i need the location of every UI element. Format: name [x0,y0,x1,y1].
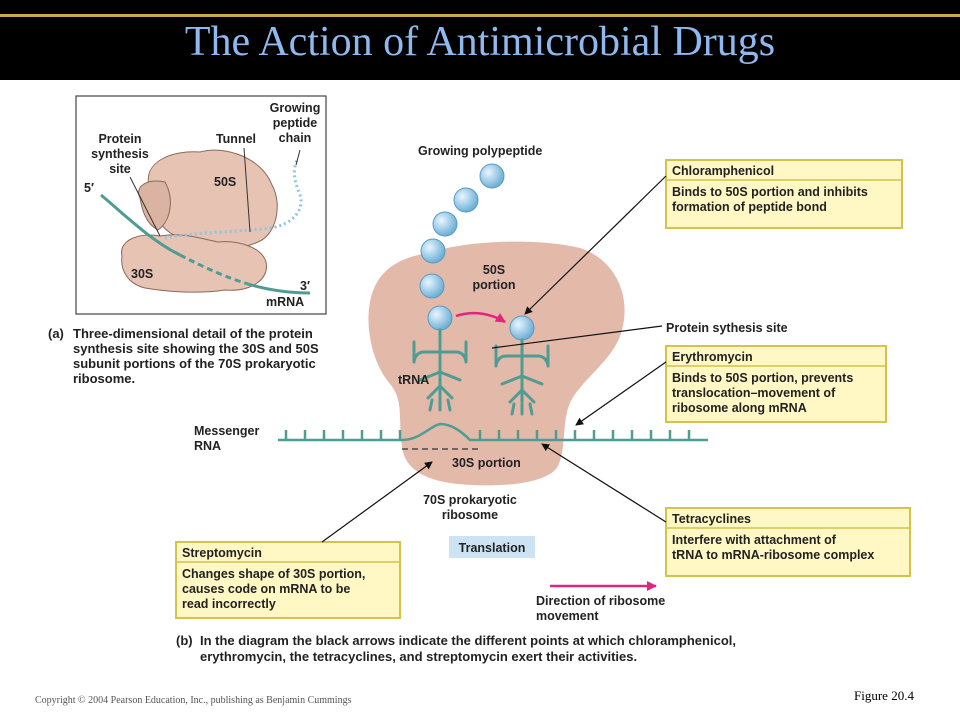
amino-acid-bead [479,163,505,189]
slide-title: The Action of Antimicrobial Drugs [184,19,776,65]
inset-label-peptide: peptide [273,116,317,130]
caption-a-line: ribosome. [73,371,135,386]
amino-acid-bead [420,238,446,264]
protein-site-leader [491,325,663,349]
polypeptide-chain [419,163,535,341]
callout-tetracyclines: Tetracyclines Interfere with attachment … [665,507,911,577]
inset-panel: Growing peptide chain Protein synthesis … [75,95,327,315]
incoming-amino-acid [509,315,535,341]
inset-leader-chain [295,149,301,166]
callout-erythromycin: Erythromycin Binds to 50S portion, preve… [665,345,887,423]
inset-mrna-3prime [247,282,311,295]
caption-b-line: In the diagram the black arrows indicate… [200,633,736,648]
title-rule [0,14,960,17]
inset-50s-lobe [138,180,171,231]
label-30s-portion: 30S portion [452,456,521,470]
caption-a-line: Three-dimensional detail of the protein [73,326,313,341]
label-70s-ribosome: ribosome [442,508,498,522]
mrna-strand [278,422,708,442]
label-growing-polypeptide: Growing polypeptide [418,144,542,158]
inset-label-50s: 50S [214,175,236,189]
inset-label-growing: Growing [270,101,321,115]
amino-acid-bead [427,305,453,331]
amino-acid-bead [432,211,458,237]
peptide-transfer-arrow [455,311,506,324]
copyright-notice: Copyright © 2004 Pearson Education, Inc.… [35,695,352,706]
inset-leader-tunnel [243,147,251,233]
inset-label-tunnel: Tunnel [216,132,256,146]
drug-desc: Binds to 50S portion, prevents [672,371,853,385]
trna-left [412,328,468,412]
label-trna: tRNA [398,373,429,387]
inset-label-mrna: mRNA [266,295,304,309]
drug-name: Chloramphenicol [672,164,774,178]
streptomycin-arrow [321,461,433,543]
drug-desc: translocation–movement of [672,386,836,400]
label-50s-portion: 50S [483,263,505,277]
label-messenger-rna: RNA [194,439,221,453]
drug-desc: Changes shape of 30S portion, [182,567,365,581]
translation-badge [449,536,535,558]
chloramphenicol-arrow [524,175,667,315]
label-protein-site: Protein sythesis site [666,321,788,335]
translation-label: Translation [459,541,526,555]
figure-number: Figure 20.4 [854,688,914,703]
drug-desc: causes code on mRNA to be [182,582,350,596]
inset-label-site: site [109,162,131,176]
amino-acid-bead [453,187,479,213]
trna-right [494,338,550,416]
inset-leader-site [129,176,161,237]
inset-mrna-5prime [100,193,181,257]
inset-label-30s: 30S [131,267,153,281]
caption-b-line: erythromycin, the tetracyclines, and str… [200,649,637,664]
label-direction: movement [536,609,599,623]
inset-label-synthesis: synthesis [91,147,149,161]
title-bar [0,0,960,80]
label-messenger-rna: Messenger [194,424,259,438]
caption-a-line: synthesis site showing the 30S and 50S [73,341,319,356]
drug-desc: Interfere with attachment of [672,533,837,547]
drug-name: Tetracyclines [672,512,751,526]
inset-label-protein: Protein [98,132,141,146]
drug-desc: read incorrectly [182,597,276,611]
tetracyclines-arrow [541,443,667,523]
callout-chloramphenicol: Chloramphenicol Binds to 50S portion and… [665,159,903,229]
label-direction: Direction of ribosome [536,594,665,608]
caption-b-letter: (b) [176,633,193,648]
amino-acid-bead [419,273,445,299]
label-50s-portion: portion [472,278,515,292]
inset-label-3prime: 3′ [300,279,310,293]
drug-desc: formation of peptide bond [672,200,827,214]
caption-a-letter: (a) [48,326,64,341]
caption-a-line: subunit portions of the 70S prokaryotic [73,356,316,371]
drug-name: Streptomycin [182,546,262,560]
inset-label-chain: chain [279,131,312,145]
caption-a: (a) Three-dimensional detail of the prot… [48,326,319,386]
drug-name: Erythromycin [672,350,753,364]
label-70s-ribosome: 70S prokaryotic [423,493,517,507]
drug-desc: tRNA to mRNA-ribosome complex [672,548,874,562]
inset-label-5prime: 5′ [84,181,94,195]
callout-streptomycin: Streptomycin Changes shape of 30S portio… [175,541,401,619]
erythromycin-arrow [575,361,667,426]
drug-desc: Binds to 50S portion and inhibits [672,185,868,199]
drug-desc: ribosome along mRNA [672,401,807,415]
caption-b: (b) In the diagram the black arrows indi… [176,633,736,664]
